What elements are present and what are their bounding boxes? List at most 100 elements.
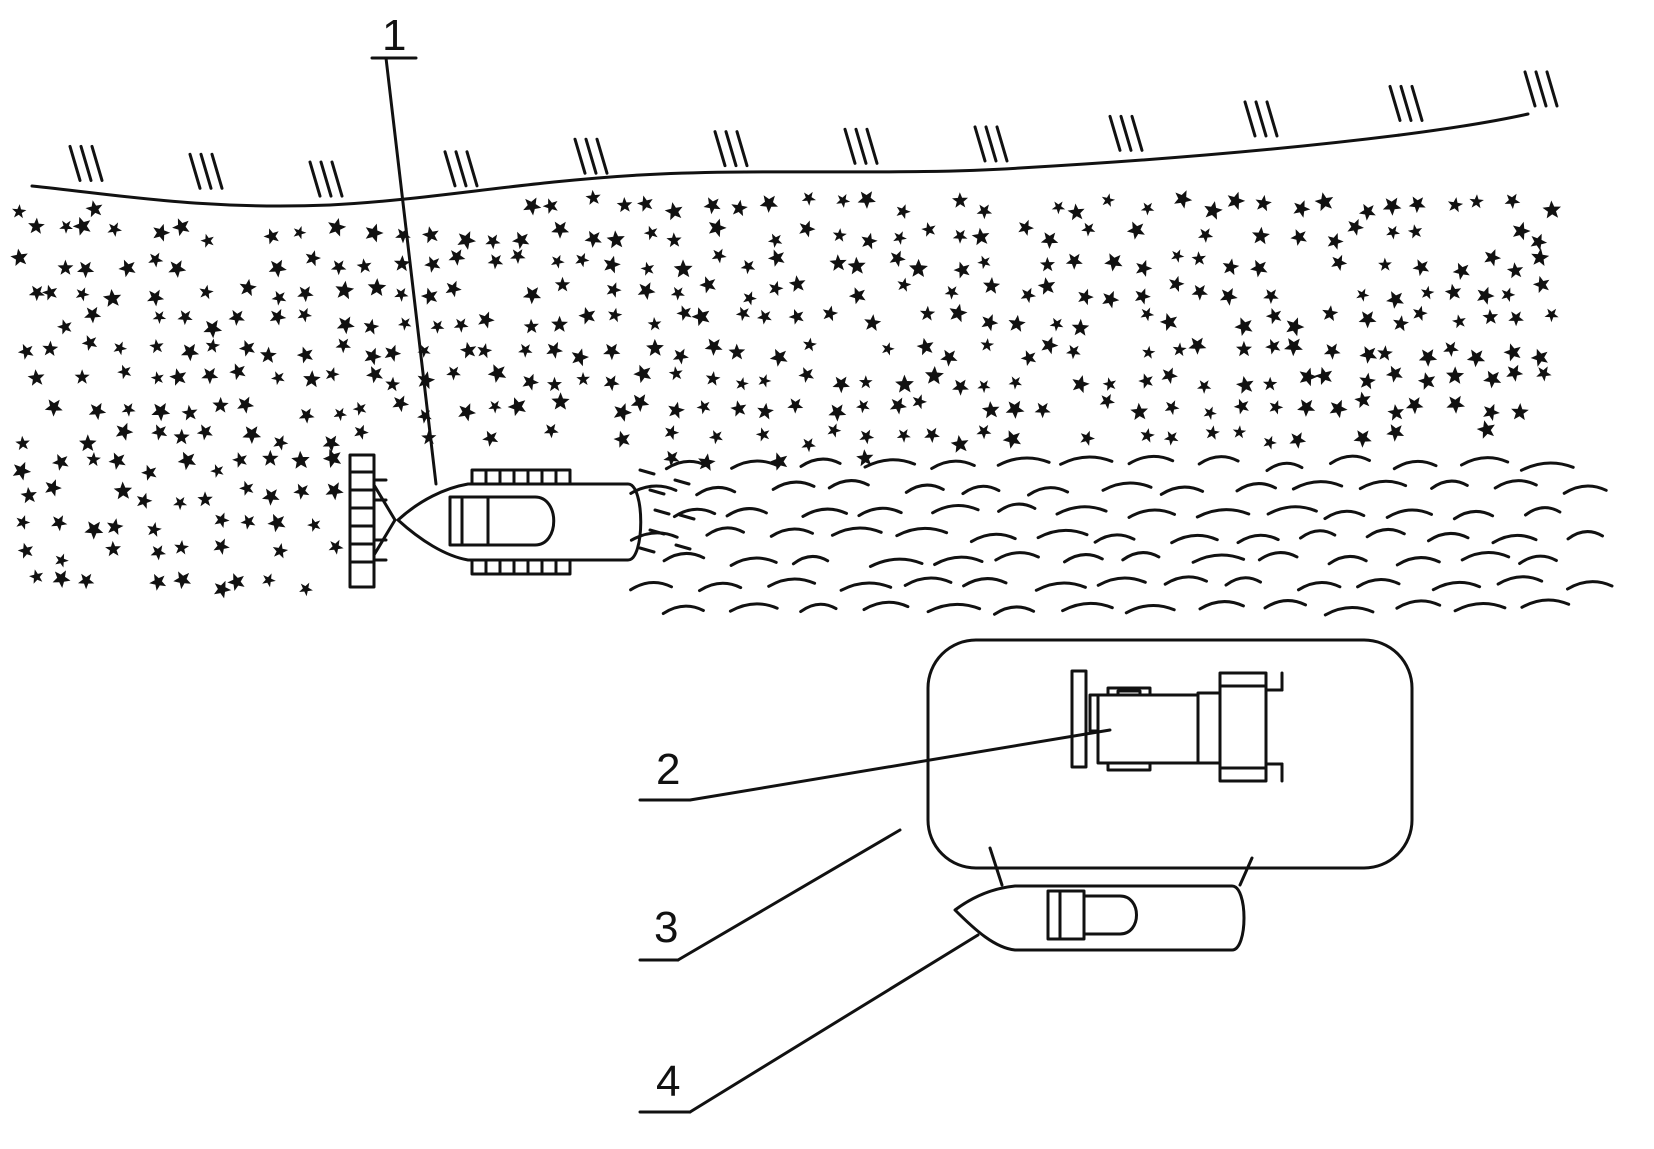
vegetation-blot: [1191, 285, 1208, 301]
water-ripple: [1358, 479, 1408, 491]
water-ripple: [1566, 530, 1604, 541]
water-ripple: [799, 602, 838, 614]
leader-2: [688, 728, 1112, 802]
vegetation-blot: [897, 277, 912, 292]
vegetation-blot: [446, 366, 461, 381]
vegetation-blot: [1163, 431, 1179, 446]
vegetation-blot: [363, 318, 380, 335]
vegetation-blot: [1286, 317, 1305, 337]
vegetation-blot: [79, 434, 97, 452]
vegetation-blot: [1506, 262, 1524, 279]
vegetation-blot: [787, 398, 804, 414]
water-ripple: [1430, 479, 1469, 490]
vegetation-blot: [267, 513, 286, 533]
water-ripple: [672, 507, 717, 519]
vegetation-blot: [173, 497, 188, 511]
vegetation-blot: [847, 256, 866, 275]
vegetation-blot: [1314, 366, 1333, 385]
vegetation-blot: [173, 428, 190, 445]
vegetation-blot: [113, 341, 128, 356]
vegetation-blot: [1191, 251, 1207, 266]
vegetation-blot: [828, 404, 847, 422]
vegetation-blot: [1219, 288, 1238, 306]
vegetation-blot: [1530, 233, 1548, 251]
vegetation-blot: [608, 307, 623, 323]
vegetation-blot: [1536, 366, 1552, 382]
vegetation-blot: [1284, 338, 1303, 357]
grass-blade: [713, 130, 727, 168]
vegetation-blot: [197, 491, 213, 507]
vegetation-blot: [148, 252, 164, 268]
ground-surface-line: [30, 112, 1530, 208]
vegetation-blot: [1263, 289, 1279, 304]
water-ripple: [961, 484, 1001, 496]
tractor-vehicle: [1070, 669, 1284, 783]
vegetation-blot: [1532, 275, 1550, 294]
vegetation-blot: [105, 540, 121, 557]
vegetation-blot: [210, 464, 224, 478]
vegetation-blot: [177, 451, 196, 471]
vegetation-blot: [1250, 259, 1268, 278]
tow-link-left: [988, 846, 1004, 887]
vegetation-blot: [1008, 314, 1026, 332]
water-ripple: [895, 526, 949, 538]
grass-blade: [330, 160, 344, 198]
vegetation-blot: [297, 286, 314, 303]
grass-blade: [573, 137, 587, 175]
vegetation-blot: [1102, 290, 1120, 309]
vegetation-blot: [1382, 197, 1402, 216]
vegetation-blot: [1081, 222, 1096, 237]
grass-blade: [995, 125, 1009, 163]
vegetation-blot: [1197, 380, 1212, 394]
vegetation-blot: [668, 366, 683, 381]
vegetation-blot: [1020, 350, 1037, 366]
water-ripple: [1519, 461, 1575, 472]
vegetation-blot: [1408, 196, 1426, 214]
vegetation-blot: [1233, 398, 1249, 415]
water-ripple: [904, 483, 945, 494]
water-ripple: [1524, 506, 1562, 517]
water-ripple: [698, 581, 743, 593]
vegetation-blot: [150, 371, 164, 385]
vegetation-blot: [173, 571, 191, 590]
vegetation-blot: [952, 379, 969, 396]
vegetation-blot: [743, 291, 757, 306]
vegetation-blot: [147, 522, 162, 537]
vegetation-blot: [1297, 399, 1316, 417]
vegetation-blot: [1051, 201, 1066, 215]
vegetation-blot: [1483, 370, 1502, 389]
vegetation-blot: [571, 348, 589, 367]
vegetation-blot: [420, 287, 438, 305]
vegetation-blot: [335, 280, 355, 300]
vegetation-blot: [1005, 400, 1025, 419]
water-ripple: [662, 552, 706, 563]
vegetation-blot: [1477, 286, 1495, 305]
water-ripple: [664, 459, 709, 471]
vegetation-blot: [1359, 346, 1378, 364]
vegetation-blot: [758, 374, 772, 388]
vegetation-blot: [88, 402, 107, 421]
water-ripple: [1101, 481, 1153, 492]
vegetation-blot: [1065, 253, 1083, 270]
vegetation-blot: [673, 259, 693, 278]
vegetation-blot: [229, 363, 246, 381]
grass-blade: [1388, 84, 1402, 122]
water-ripple: [1329, 454, 1371, 465]
vegetation-blot: [74, 369, 90, 384]
grass-blade: [68, 144, 82, 182]
vegetation-blot: [767, 233, 783, 248]
vegetation-blot: [848, 287, 866, 305]
water-ripple: [969, 532, 1017, 544]
vegetation-blot: [393, 255, 411, 272]
vegetation-blot: [293, 226, 307, 240]
grass-blade: [984, 125, 998, 163]
vegetation-blot: [152, 311, 167, 324]
water-ripple: [1127, 454, 1175, 466]
vegetation-blot: [17, 343, 34, 360]
vegetation-blot: [149, 573, 167, 591]
vegetation-blot: [698, 453, 716, 471]
vegetation-blot: [398, 317, 412, 331]
vegetation-blot: [200, 233, 214, 248]
vegetation-blot: [643, 225, 658, 241]
